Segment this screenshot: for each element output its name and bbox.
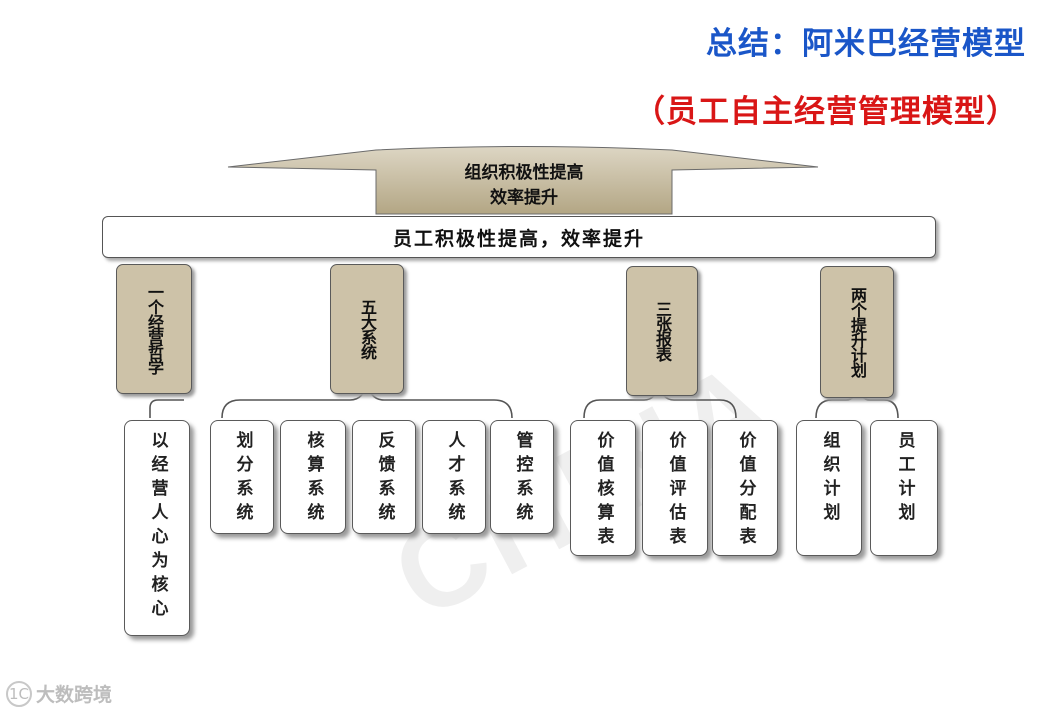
top-roof: [227, 146, 819, 215]
brace-pillar-1: [149, 399, 184, 418]
pillar-five-systems-label: 五大系统: [358, 299, 377, 359]
leaf-value-distribution-report: 价值分配表: [712, 420, 778, 556]
top-goal-box: 组织积极性提高 效率提升: [376, 158, 672, 214]
pillar-philosophy: 一个经营哲学: [116, 264, 192, 394]
leaf-label: 反馈系统: [374, 431, 395, 527]
goal-banner: 员工积极性提高，效率提升: [102, 216, 936, 258]
leaf-division-system: 划分系统: [210, 420, 274, 534]
leaf-control-system: 管控系统: [490, 420, 554, 534]
pillar-two-plans-label: 两个提升计划: [848, 287, 867, 377]
pillar-three-reports: 三张报表: [626, 266, 698, 396]
leaf-label: 人才系统: [444, 431, 465, 527]
brand-logo: 1C 大数跨境: [6, 680, 112, 707]
top-goal-line-1: 组织积极性提高: [464, 163, 584, 183]
leaf-core-philosophy: 以经营人心为核心: [124, 420, 190, 636]
leaf-label: 价值评估表: [665, 431, 686, 551]
pillar-five-systems: 五大系统: [330, 264, 404, 394]
leaf-employee-plan: 员工计划: [870, 420, 938, 556]
leaf-label: 组织计划: [819, 431, 840, 527]
leaf-label: 价值分配表: [735, 431, 756, 551]
pillar-three-reports-label: 三张报表: [653, 301, 672, 361]
leaf-label: 员工计划: [894, 431, 915, 527]
leaf-value-accounting-report: 价值核算表: [570, 420, 636, 556]
logo-text: 大数跨境: [36, 684, 113, 706]
leaf-label: 划分系统: [232, 431, 253, 527]
leaf-organization-plan: 组织计划: [796, 420, 862, 556]
page-subtitle: （员工自主经营管理模型）: [634, 94, 1018, 130]
leaf-feedback-system: 反馈系统: [352, 420, 416, 534]
pillar-two-plans: 两个提升计划: [820, 266, 894, 398]
leaf-label: 以经营人心为核心: [147, 431, 168, 623]
page-title: 总结：阿米巴经营模型: [706, 26, 1026, 62]
leaf-talent-system: 人才系统: [422, 420, 486, 534]
leaf-label: 核算系统: [303, 431, 324, 527]
leaf-label: 管控系统: [512, 431, 533, 527]
top-goal-line-2: 效率提升: [490, 188, 558, 208]
leaf-accounting-system: 核算系统: [280, 420, 346, 534]
leaf-label: 价值核算表: [593, 431, 614, 551]
leaf-value-evaluation-report: 价值评估表: [642, 420, 708, 556]
logo-mark-icon: 1C: [6, 680, 32, 707]
pillar-philosophy-label: 一个经营哲学: [145, 284, 164, 374]
